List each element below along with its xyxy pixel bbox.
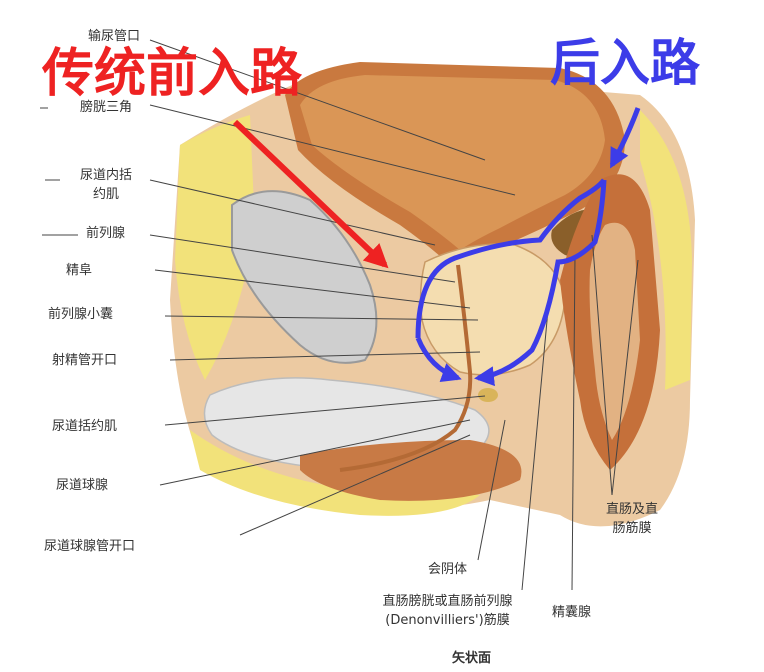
label-rectum-fascia-line1: 直肠及直 <box>605 502 658 517</box>
label-ejaculatory-duct-opening: 射精管开口 <box>52 353 118 368</box>
label-bulbourethral-duct-opening: 尿道球腺管开口 <box>44 539 136 554</box>
label-verumontanum: 精阜 <box>66 263 93 278</box>
label-perineal-body: 会阴体 <box>428 562 468 577</box>
label-seminal-vesicle: 精囊腺 <box>552 605 592 620</box>
label-internal-sphincter: 尿道内括 约肌 <box>66 166 146 204</box>
fat-layer-anterior <box>175 115 255 380</box>
posterior-route-right-branch <box>474 179 607 387</box>
label-internal-sphincter-line1: 尿道内括 <box>79 168 132 183</box>
label-vas-deferens-ampulla: 输尿管口 <box>88 29 141 44</box>
posterior-route-path <box>415 178 606 339</box>
label-internal-sphincter-line2: 约肌 <box>92 187 119 202</box>
label-urethral-sphincter: 尿道括约肌 <box>52 419 118 434</box>
label-prostate: 前列腺 <box>86 226 126 241</box>
urethra-line <box>339 264 473 472</box>
penile-bulb-muscle <box>300 440 522 501</box>
label-sagittal-plane: 矢状面 <box>452 651 492 666</box>
label-denonvilliers-line2: (Denonvilliers')筋膜 <box>385 613 510 628</box>
fat-layer-posterior <box>640 110 692 390</box>
label-prostatic-utricle: 前列腺小囊 <box>48 307 114 322</box>
label-denonvilliers-fascia: 直肠膀胱或直肠前列腺 (Denonvilliers')筋膜 <box>355 592 540 630</box>
pubic-bone <box>231 190 378 364</box>
posterior-route-left-branch <box>415 337 462 383</box>
posterior-entry-arrow <box>609 107 641 169</box>
label-denonvilliers-line1: 直肠膀胱或直肠前列腺 <box>382 594 513 609</box>
posterior-route-label: 后入路 <box>550 34 700 92</box>
leader-lines <box>40 39 639 591</box>
label-bladder-trigone: 膀胱三角 <box>80 100 133 115</box>
bladder-lumen <box>300 75 605 250</box>
label-rectum-fascia: 直肠及直 肠筋膜 <box>592 500 672 538</box>
label-bulbourethral-gland: 尿道球腺 <box>56 478 109 493</box>
ejaculatory-duct-spot <box>478 388 498 402</box>
anterior-route-label: 传统前入路 <box>42 44 303 104</box>
label-rectum-fascia-line2: 肠筋膜 <box>612 521 652 536</box>
rectum-inner <box>589 222 640 440</box>
anterior-route-arrow <box>232 119 389 269</box>
